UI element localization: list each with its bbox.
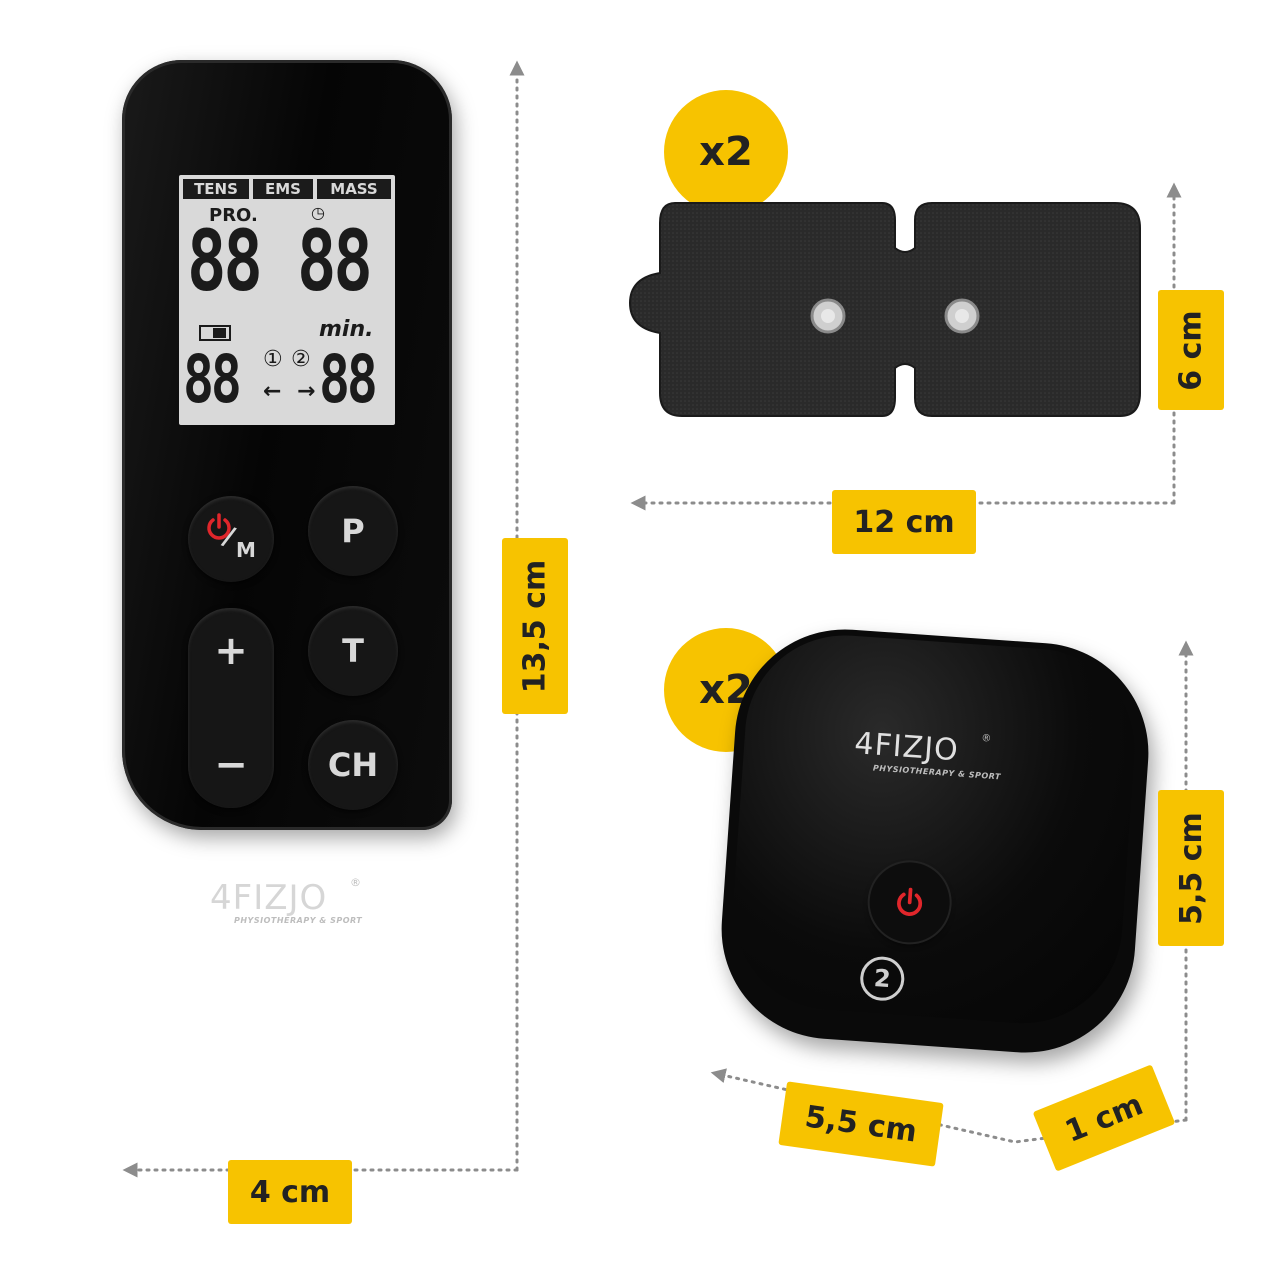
clock-icon: ◷ xyxy=(311,203,325,222)
remote-height-text: 13,5 cm xyxy=(517,559,553,693)
remote-control: TENS EMS MASS PRO. ◷ 88 88 min. 88 ① ② ←… xyxy=(122,60,452,925)
pad-height-label: 6 cm xyxy=(1158,290,1224,410)
receiver-unit: 4FIZJO ® PHYSIOTHERAPY & SPORT 2 xyxy=(714,622,1156,1060)
channel-button[interactable]: CH xyxy=(308,720,398,810)
receiver-brand-logo: 4FIZJO xyxy=(853,726,960,769)
channel-number-badge: 2 xyxy=(858,955,906,1003)
channel-2-icon: ② xyxy=(291,347,311,372)
brand-tagline: PHYSIOTHERAPY & SPORT xyxy=(234,916,363,925)
pad-width-label: 12 cm xyxy=(832,490,976,554)
program-button[interactable]: P xyxy=(308,486,398,576)
remote-height-label: 13,5 cm xyxy=(502,538,568,714)
mode-tag-ems: EMS xyxy=(253,179,313,199)
minus-button[interactable]: − xyxy=(214,742,248,788)
arrow-right-icon: → xyxy=(297,379,316,404)
left-digits: 88 xyxy=(183,341,242,418)
battery-icon xyxy=(199,325,231,341)
mode-tag-mass: MASS xyxy=(317,179,391,199)
mode-tag-tens: TENS xyxy=(183,179,249,199)
mode-label: M xyxy=(236,538,256,562)
program-digits: 88 xyxy=(187,212,263,310)
arrow-left-icon: ← xyxy=(263,379,282,404)
receiver-face: 4FIZJO ® PHYSIOTHERAPY & SPORT 2 xyxy=(726,628,1142,1031)
program-label: PRO. xyxy=(209,205,258,226)
power-icon xyxy=(207,513,231,540)
receiver-registered-mark: ® xyxy=(980,732,992,745)
electrode-pad xyxy=(620,188,1150,438)
channel-number: 2 xyxy=(872,964,892,994)
timer-button[interactable]: T xyxy=(308,606,398,696)
time-digits: 88 xyxy=(297,212,373,310)
right-digits: 88 xyxy=(319,341,378,418)
pads-quantity-badge: x2 xyxy=(664,90,788,214)
power-mode-button[interactable]: / M xyxy=(188,496,274,582)
lcd-display: TENS EMS MASS PRO. ◷ 88 88 min. 88 ① ② ←… xyxy=(179,175,395,425)
receiver-height-label: 5,5 cm xyxy=(1158,790,1224,946)
receiver-power-icon xyxy=(897,887,923,916)
plus-button[interactable]: + xyxy=(214,628,248,674)
intensity-rocker[interactable] xyxy=(188,608,274,808)
registered-mark: ® xyxy=(350,876,361,889)
time-unit: min. xyxy=(319,317,374,342)
receiver-power-button[interactable] xyxy=(866,859,953,946)
channel-1-icon: ① xyxy=(263,347,283,372)
receiver-height-text: 5,5 cm xyxy=(1173,811,1209,925)
remote-width-label: 4 cm xyxy=(228,1160,352,1224)
pad-height-text: 6 cm xyxy=(1173,309,1209,391)
brand-logo: 4FIZJO xyxy=(210,878,328,918)
electrode-pad-shape xyxy=(628,202,1141,417)
